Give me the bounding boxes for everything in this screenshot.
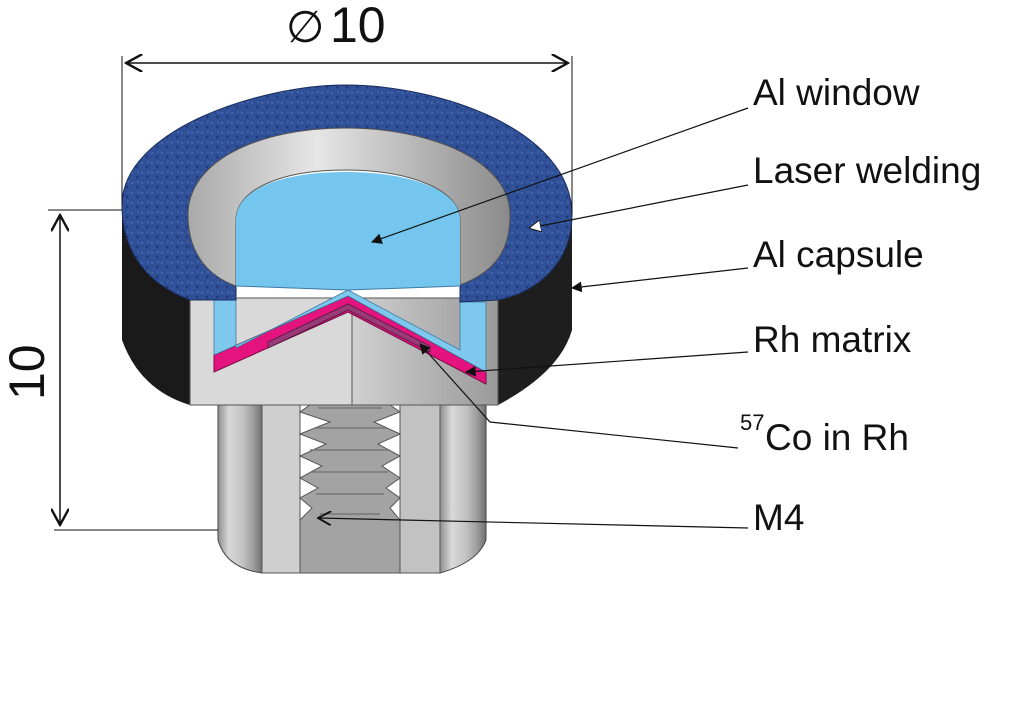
- label-al-window: Al window: [753, 72, 920, 113]
- label-co57-in-rh: Co in Rh: [765, 417, 909, 458]
- diameter-value: 10: [330, 0, 386, 53]
- stem-section-face-right: [399, 379, 441, 574]
- leader-co57: [419, 343, 739, 449]
- leader-m4: [318, 518, 749, 529]
- label-al-capsule: Al capsule: [753, 234, 924, 275]
- diameter-dimension: ∅ 10: [121, 0, 573, 215]
- al-window-surface: [236, 172, 460, 290]
- leader-al-window: [370, 107, 749, 244]
- label-co57-superscript: 57: [740, 410, 764, 435]
- label-laser-welding: Laser welding: [753, 150, 981, 191]
- leader-lines: [318, 107, 749, 529]
- capsule-body: [121, 84, 573, 574]
- label-rh-matrix: Rh matrix: [753, 319, 912, 360]
- height-value: 10: [0, 344, 55, 400]
- stem-right-half: [439, 379, 487, 574]
- leader-rh-matrix: [464, 351, 749, 377]
- leader-laser-welding: [530, 184, 749, 228]
- diameter-symbol: ∅: [286, 3, 324, 52]
- stem-section-face: [261, 379, 301, 574]
- height-dimension: 10: [0, 209, 218, 531]
- leader-al-capsule: [570, 267, 749, 293]
- label-m4: M4: [753, 497, 804, 538]
- m4-thread: [298, 380, 402, 574]
- inner-cup-wall: [187, 127, 511, 287]
- stem-left-half: [217, 379, 263, 574]
- labels: Al window Laser welding Al capsule Rh ma…: [740, 72, 981, 538]
